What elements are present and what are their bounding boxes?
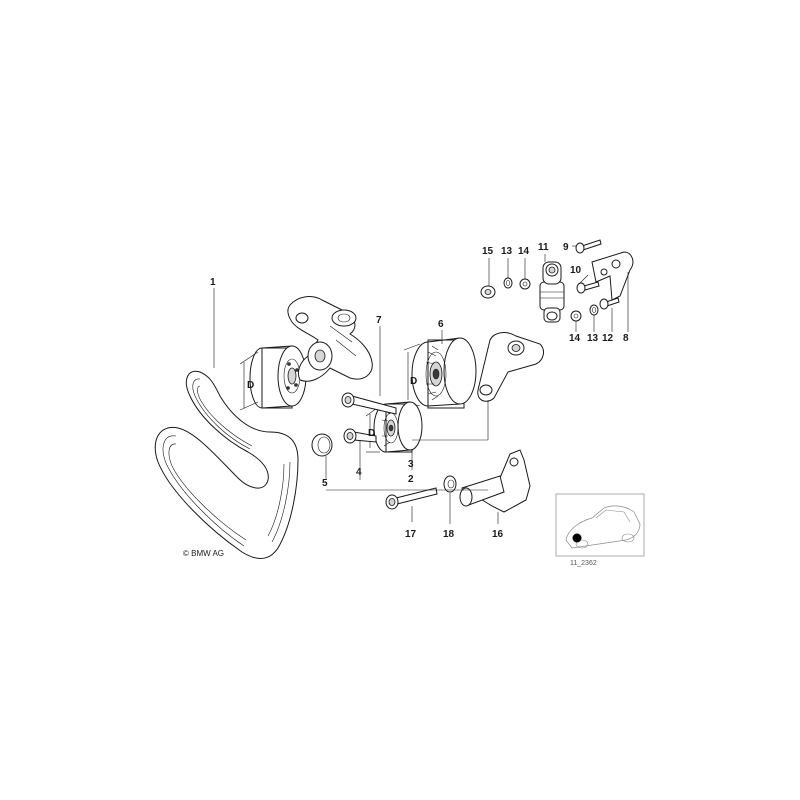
dimension-label-crank: D xyxy=(247,380,254,391)
callout-9: 9 xyxy=(563,242,569,253)
pump-housing xyxy=(287,296,373,382)
nut-15 xyxy=(480,285,496,299)
drive-belt xyxy=(154,370,299,559)
washer-13-top xyxy=(503,277,513,289)
bolt-10 xyxy=(576,281,600,294)
callout-12: 12 xyxy=(602,333,614,344)
location-marker-icon xyxy=(572,533,582,543)
callout-2: 2 xyxy=(408,474,414,485)
copyright-text: © BMW AG xyxy=(183,549,224,558)
support-bracket-16 xyxy=(459,449,531,513)
dimension-label-idler-small: D xyxy=(368,428,375,439)
bolt-short xyxy=(343,428,377,444)
crankshaft-pulley xyxy=(239,345,307,411)
callout-14-top: 14 xyxy=(518,246,530,257)
bolt-12 xyxy=(599,297,620,310)
callout-13-bottom: 13 xyxy=(587,333,599,344)
idler-pulley-small xyxy=(365,401,423,453)
callout-13-top: 13 xyxy=(501,246,513,257)
bracket-8 xyxy=(591,251,634,301)
callout-18: 18 xyxy=(443,529,455,540)
hydraulic-tensioner xyxy=(539,261,565,323)
callout-7: 7 xyxy=(376,315,382,326)
bolt-17 xyxy=(385,487,438,510)
callout-10: 10 xyxy=(570,265,582,276)
idler-pulley-large xyxy=(403,337,477,409)
callout-14-bottom: 14 xyxy=(569,333,581,344)
dimension-label-idler-large: D xyxy=(410,376,417,387)
thumbnail-code: 11_2362 xyxy=(570,560,597,567)
vehicle-thumbnail xyxy=(555,493,645,557)
washer-14-bottom xyxy=(570,310,582,322)
callout-3: 3 xyxy=(408,459,414,470)
bolt-long xyxy=(341,392,397,415)
callout-8: 8 xyxy=(623,333,629,344)
callout-16: 16 xyxy=(492,529,504,540)
tensioner-bracket xyxy=(477,332,544,402)
callout-15: 15 xyxy=(482,246,494,257)
leader-lines xyxy=(213,245,629,524)
bolt-9 xyxy=(575,239,602,254)
callout-6: 6 xyxy=(438,319,444,330)
callout-1: 1 xyxy=(210,277,216,288)
dust-cap xyxy=(311,433,333,457)
washer-14-top xyxy=(519,278,531,290)
spacer-18 xyxy=(443,475,457,493)
callout-5: 5 xyxy=(322,478,328,489)
washer-13-bottom xyxy=(589,304,599,316)
callout-11: 11 xyxy=(538,242,549,253)
callout-4: 4 xyxy=(356,467,362,478)
callout-17: 17 xyxy=(405,529,417,540)
